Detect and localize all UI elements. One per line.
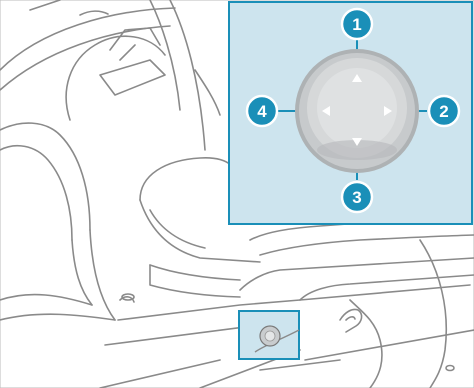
callout-4: 4 [247, 96, 277, 126]
callout-number: 2 [439, 102, 448, 121]
four-way-rotary-control-icon [295, 49, 419, 173]
callout-3: 3 [342, 182, 372, 212]
callout-1: 1 [342, 9, 372, 39]
callout-2: 2 [429, 96, 459, 126]
callout-number: 3 [352, 188, 361, 207]
callout-number: 4 [257, 102, 267, 121]
callout-number: 1 [352, 15, 361, 34]
